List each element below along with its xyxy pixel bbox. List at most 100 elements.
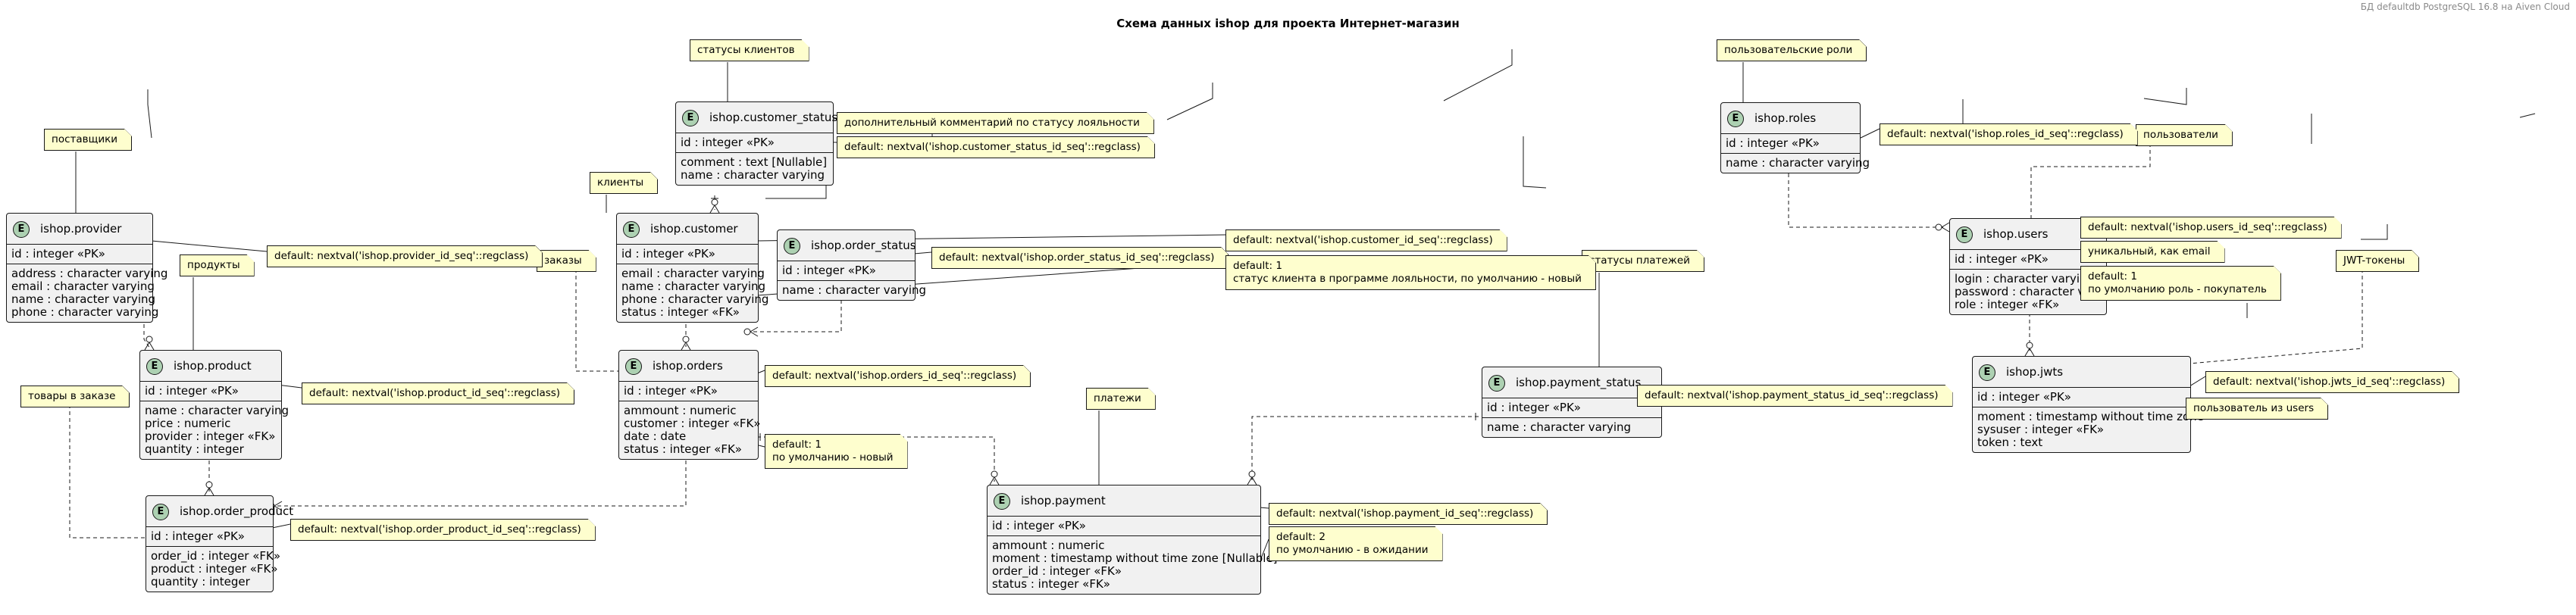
pk-field: id : integer «PK»	[151, 529, 245, 543]
field: email : character varying	[621, 267, 765, 280]
entity-name: ishop.customer	[650, 222, 738, 236]
note-payments: платежи	[1086, 388, 1156, 410]
field: phone : character varying	[11, 305, 159, 319]
pk-section: id : integer «PK»	[988, 516, 1260, 535]
field: name : character varying	[11, 292, 156, 306]
note-jwt-tokens: JWT-токены	[2336, 250, 2419, 272]
note-orders-status: default: 1 по умолчанию - новый	[765, 434, 908, 469]
note-leader-payment-default	[1259, 507, 1269, 509]
pk-section: id : integer «PK»	[676, 133, 833, 152]
entity-icon: E	[1727, 111, 1744, 127]
pk-section: id : integer «PK»	[619, 381, 758, 401]
crow-foot-circle	[1248, 470, 1256, 478]
pk-field: id : integer «PK»	[11, 247, 105, 261]
pk-field: id : integer «PK»	[145, 384, 239, 398]
note-user-roles: пользовательские роли	[1717, 39, 1867, 61]
note-roles-default: default: nextval('ishop.roles_id_seq'::r…	[1880, 123, 2138, 145]
field: token : text	[1977, 435, 2043, 449]
note-payment-status-field: default: 2 по умолчанию - в ожидании	[1269, 526, 1443, 561]
fields-section: comment : text [Nullable] name : charact…	[676, 152, 833, 185]
note-orders: заказы	[537, 250, 596, 272]
pk-section: id : integer «PK»	[140, 381, 281, 401]
fields-section: ammount : numeric moment : timestamp wit…	[988, 535, 1278, 594]
field: password : character varying	[1955, 285, 2121, 298]
pk-field: id : integer «PK»	[1955, 252, 2049, 266]
note-products: продукты	[180, 254, 255, 276]
pk-section: id : integer «PK»	[1973, 387, 2190, 407]
entity-name: ishop.jwts	[2006, 365, 2064, 379]
fields-section: email : character varying name : charact…	[617, 264, 768, 322]
note-leader-jwts-default	[2189, 376, 2206, 387]
note-order-status-default: default: nextval('ishop.order_status_id_…	[931, 247, 1229, 269]
pk-section: id : integer «PK»	[1482, 398, 1661, 417]
note-payment-default: default: nextval('ishop.payment_id_seq':…	[1269, 503, 1548, 525]
note-order-items: товары в заказе	[20, 386, 130, 407]
field: sysuser : integer «FK»	[1977, 423, 2105, 436]
rel-payment-status-payment	[1251, 416, 1479, 482]
entity-name: ishop.order_status	[811, 239, 916, 252]
entity-name: ishop.customer_status	[709, 111, 838, 124]
field: product : integer «FK»	[151, 562, 278, 576]
entity-name: ishop.payment_status	[1516, 376, 1642, 389]
fields-section: order_id : integer «FK» product : intege…	[146, 546, 281, 592]
entity-name: ishop.provider	[40, 222, 122, 236]
note-users: пользователи	[2136, 124, 2233, 146]
note-customer-status-field: default: 1 статус клиента в программе ло…	[1225, 255, 1596, 290]
pk-section: id : integer «PK»	[1721, 133, 1860, 153]
note-customer-status-default: default: nextval('ishop.customer_status_…	[837, 136, 1155, 158]
field: email : character varying	[11, 279, 155, 293]
note-leader-roles-default	[1858, 128, 1880, 139]
field: name : character varying	[621, 279, 766, 293]
field: customer : integer «FK»	[624, 417, 761, 430]
rel-orders-payment	[757, 436, 995, 482]
note-payment-statuses: статусы платежей	[1582, 250, 1704, 272]
note-link	[2143, 88, 2187, 105]
pk-field: id : integer «PK»	[1487, 401, 1581, 414]
note-customer-default: default: nextval('ishop.customer_id_seq'…	[1225, 229, 1507, 251]
note-link	[1166, 83, 1213, 120]
field: quantity : integer	[145, 442, 244, 456]
entity-icon: E	[625, 358, 642, 375]
note-order-product-default: default: nextval('ishop.order_product_id…	[290, 519, 596, 541]
note-jwts-default: default: nextval('ishop.jwts_id_seq'::re…	[2205, 371, 2459, 393]
note-link	[1523, 136, 1547, 189]
entity-icon: E	[994, 493, 1010, 510]
database-info: БД defaultdb PostgreSQL 16.8 на Aiven Cl…	[2360, 2, 2570, 12]
field: name : character varying	[145, 404, 290, 417]
field: status : integer «FK»	[621, 305, 740, 319]
field: name : character varying	[782, 283, 927, 297]
crow-foot-circle	[743, 328, 751, 336]
field: order_id : integer «FK»	[992, 564, 1122, 578]
pk-field: id : integer «PK»	[992, 519, 1086, 532]
field: order_id : integer «FK»	[151, 549, 281, 563]
pk-section: id : integer «PK»	[146, 526, 273, 546]
pk-section: id : integer «PK»	[778, 261, 915, 280]
field: status : integer «FK»	[624, 442, 742, 456]
note-link	[147, 89, 152, 139]
note-link	[2361, 224, 2388, 240]
field: provider : integer «FK»	[145, 429, 276, 443]
note-link	[1443, 49, 1513, 101]
field: moment : timestamp without time zone [Nu…	[992, 551, 1278, 565]
field: comment : text [Nullable]	[681, 155, 828, 169]
field: moment : timestamp without time zone	[1977, 410, 2204, 423]
entity-icon: E	[623, 221, 640, 238]
pk-section: id : integer «PK»	[7, 244, 152, 264]
note-jwts-sysuser: пользователь из users	[2186, 398, 2328, 420]
entity-icon: E	[784, 238, 800, 254]
entity-icon: E	[146, 358, 163, 375]
fields-section: moment : timestamp without time zone sys…	[1973, 407, 2204, 452]
field: address : character varying	[11, 267, 168, 280]
field: price : numeric	[145, 417, 231, 430]
